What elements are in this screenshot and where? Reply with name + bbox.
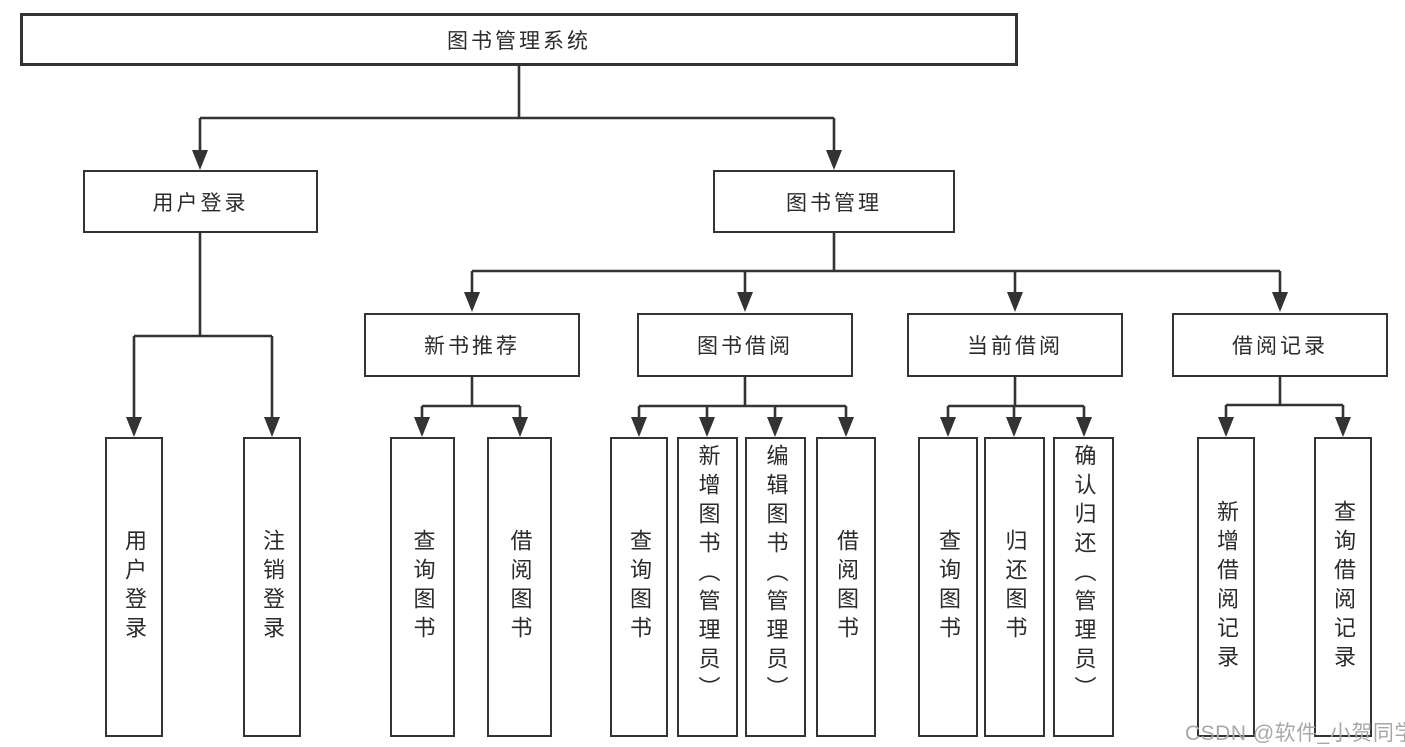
node-label: 查询图书 [627, 529, 652, 645]
connector-root-to-level2 [192, 66, 842, 170]
node-bb-query-book: 查询图书 [610, 437, 668, 737]
node-label: 查询图书 [410, 529, 436, 645]
connector-book-borrow-children [631, 377, 854, 437]
node-label: 归还图书 [1002, 529, 1028, 645]
node-book-borrow: 图书借阅 [637, 313, 853, 377]
node-book-mgmt: 图书管理 [713, 170, 955, 233]
node-label: 借阅图书 [834, 529, 859, 645]
node-label: 用户登录 [122, 529, 147, 645]
node-ul-user-login: 用户登录 [105, 437, 163, 737]
node-nbr-borrow-book: 借阅图书 [487, 437, 552, 737]
node-br-add-record: 新增借阅记录 [1197, 437, 1255, 737]
node-cb-query-book: 查询图书 [918, 437, 978, 737]
node-label: 借阅图书 [507, 529, 533, 645]
connector-borrow-records-children [1218, 377, 1351, 437]
node-label: 注销登录 [260, 529, 285, 645]
node-nbr-query-book: 查询图书 [390, 437, 455, 737]
watermark: CSDN @软件_小贺同学 [1185, 722, 1405, 745]
node-ul-logout: 注销登录 [243, 437, 301, 737]
connector-new-book-rec-children [414, 377, 528, 437]
node-bb-edit-book: 编辑图书（管理员） [745, 437, 806, 737]
connector-current-borrow-children [940, 377, 1092, 437]
connector-user-login-children [126, 233, 280, 437]
node-cb-return-book: 归还图书 [984, 437, 1045, 737]
node-current-borrow: 当前借阅 [907, 313, 1123, 377]
node-label: 确认归还（管理员） [1071, 444, 1097, 705]
node-bb-add-book: 新增图书（管理员） [677, 437, 738, 737]
node-borrow-records: 借阅记录 [1172, 313, 1388, 377]
node-label: 编辑图书（管理员） [763, 444, 789, 705]
node-label: 新增借阅记录 [1214, 500, 1239, 674]
node-new-book-rec: 新书推荐 [364, 313, 580, 377]
node-label: 新增图书（管理员） [695, 444, 721, 705]
node-bb-borrow-book: 借阅图书 [816, 437, 876, 737]
node-root: 图书管理系统 [20, 13, 1018, 66]
node-br-query-record: 查询借阅记录 [1314, 437, 1372, 737]
node-label: 查询图书 [936, 529, 961, 645]
node-label: 查询借阅记录 [1331, 500, 1356, 674]
node-user-login: 用户登录 [83, 170, 318, 233]
node-cb-confirm-return: 确认归还（管理员） [1053, 437, 1114, 737]
connector-book-mgmt-children [464, 233, 1288, 312]
